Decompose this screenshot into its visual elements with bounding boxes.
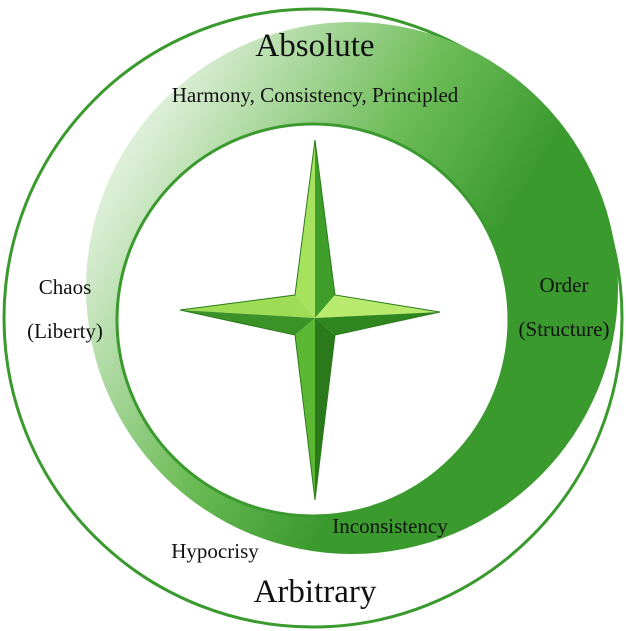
right-label-line1: Order (539, 273, 589, 297)
bottom-title: Arbitrary (253, 574, 377, 610)
left-label-line1: Chaos (38, 275, 92, 299)
left-label-line2: (Liberty) (27, 319, 103, 343)
four-point-star-icon (179, 139, 441, 501)
top-title: Absolute (255, 28, 375, 64)
top-subtitle: Harmony, Consistency, Principled (171, 83, 459, 107)
bottom-outer-label: Hypocrisy (171, 539, 259, 563)
bottom-inner-label: Inconsistency (332, 514, 448, 538)
right-label-line2: (Structure) (518, 317, 610, 341)
